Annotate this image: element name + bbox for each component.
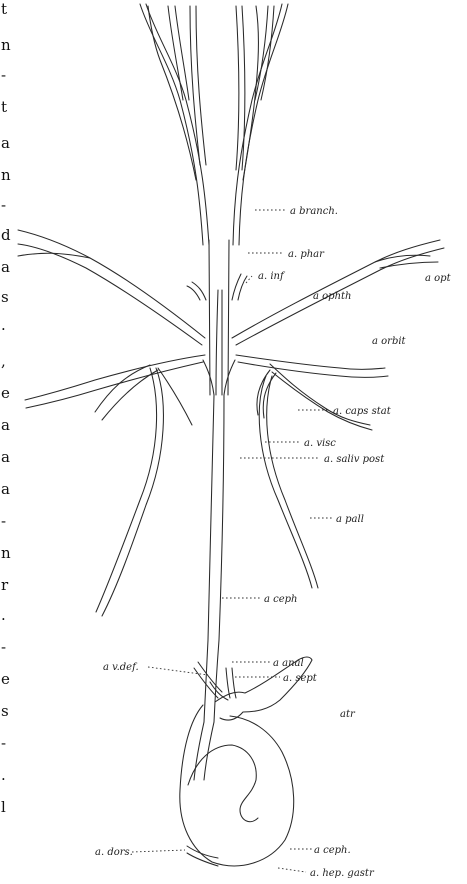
orbital-arteries-left: [18, 230, 205, 345]
label-a-dors: a. dors.: [95, 847, 133, 858]
leader-line: [278, 868, 306, 872]
margin-char: r: [1, 576, 9, 594]
label-a-ophth: a ophth: [313, 291, 351, 302]
anal-artery: [226, 668, 230, 698]
central-vessel: [228, 240, 229, 395]
pharyngeal-vessel: [187, 286, 200, 300]
margin-char: n: [1, 544, 11, 562]
label-a-branch: a branch.: [290, 206, 338, 217]
margin-char: a: [1, 416, 10, 434]
trunk-junction: [203, 360, 214, 395]
branchial-vessel: [175, 6, 189, 100]
leader-line: [132, 850, 185, 852]
margin-char: ,: [1, 352, 6, 370]
margin-char: -: [1, 66, 6, 84]
label-a-ceph-upper: a ceph: [264, 594, 298, 605]
pallial-vessel-left: [102, 368, 163, 616]
leader-line: [148, 667, 208, 675]
margin-char: a: [1, 258, 10, 276]
central-vessel: [209, 240, 210, 395]
lateral-arteries-left: [25, 355, 205, 616]
margin-char: a: [1, 134, 10, 152]
aorta-root: [204, 722, 214, 780]
pallial-vessel-right: [267, 376, 318, 588]
lateral-vessel: [26, 362, 203, 408]
label-a-saliv-post: a. saliv post: [324, 454, 385, 465]
margin-char: t: [1, 98, 7, 116]
label-a-caps-stat: a. caps stat: [333, 406, 392, 417]
margin-char: .: [1, 606, 6, 624]
margin-char: d: [1, 226, 11, 244]
orbital-vessel: [18, 244, 202, 345]
heart-region: [180, 657, 312, 866]
branchial-vessel: [140, 4, 203, 245]
atrium-inner: [210, 682, 228, 700]
lateral-vessel: [25, 355, 205, 400]
aorta-root: [194, 722, 204, 780]
label-a-opt: a opt: [425, 273, 452, 284]
central-vessel: [216, 290, 218, 395]
pallial-vessel-left: [96, 368, 157, 612]
label-a-sept: a. sept: [283, 673, 318, 684]
ventricle-outline: [180, 705, 294, 866]
lateral-vessel: [102, 370, 158, 420]
pharyngeal-arteries: [187, 274, 247, 300]
pharyngeal-vessel: [238, 276, 247, 300]
label-a-inf: a. inf: [258, 271, 286, 282]
label-a-orbit: a orbit: [372, 336, 407, 347]
label-a-hep-gastr: a. hep. gastr: [310, 868, 375, 879]
ventricle-inner: [188, 745, 258, 822]
label-a-ceph-lower: a ceph.: [314, 845, 351, 856]
label-a-v-def: a v.def.: [103, 662, 139, 673]
branchial-arteries: [140, 4, 288, 245]
margin-text: t n - t a n - d a s · , e a a a - n r . …: [1, 0, 11, 816]
optic-vessel: [380, 262, 438, 268]
margin-char: l: [1, 798, 6, 816]
margin-char: s: [1, 288, 9, 306]
vas-deferens-artery: [198, 662, 222, 692]
margin-char: e: [1, 384, 10, 402]
margin-char: -: [1, 734, 6, 752]
margin-char: .: [1, 766, 6, 784]
label-a-phar: a. phar: [288, 249, 325, 260]
pharyngeal-vessel: [232, 274, 241, 300]
orbital-vessel: [18, 230, 205, 338]
label-a-visc: a. visc: [304, 438, 336, 449]
margin-char: a: [1, 480, 10, 498]
margin-char: -: [1, 196, 6, 214]
margin-char: a: [1, 448, 10, 466]
label-a-anal: a anal: [273, 658, 304, 669]
capsule-vessel: [272, 372, 372, 430]
margin-char: ·: [1, 320, 6, 338]
margin-char: n: [1, 36, 11, 54]
aorta-wall-right: [214, 395, 224, 722]
margin-char: s: [1, 702, 9, 720]
pallial-arteries-right: [257, 370, 318, 588]
margin-char: n: [1, 166, 11, 184]
label-atr: atr: [340, 709, 356, 720]
margin-char: -: [1, 512, 6, 530]
branchial-vessel: [236, 6, 239, 170]
margin-char: -: [1, 638, 6, 656]
margin-char: t: [1, 0, 7, 18]
leader-lines: [132, 210, 332, 872]
ophthalmic-vessel: [232, 240, 440, 338]
orbital-vessel: [236, 355, 385, 370]
trunk-junction: [224, 360, 235, 395]
cephalic-aorta: [203, 240, 235, 722]
margin-char: e: [1, 670, 10, 688]
label-a-pall: a pall: [336, 514, 364, 525]
